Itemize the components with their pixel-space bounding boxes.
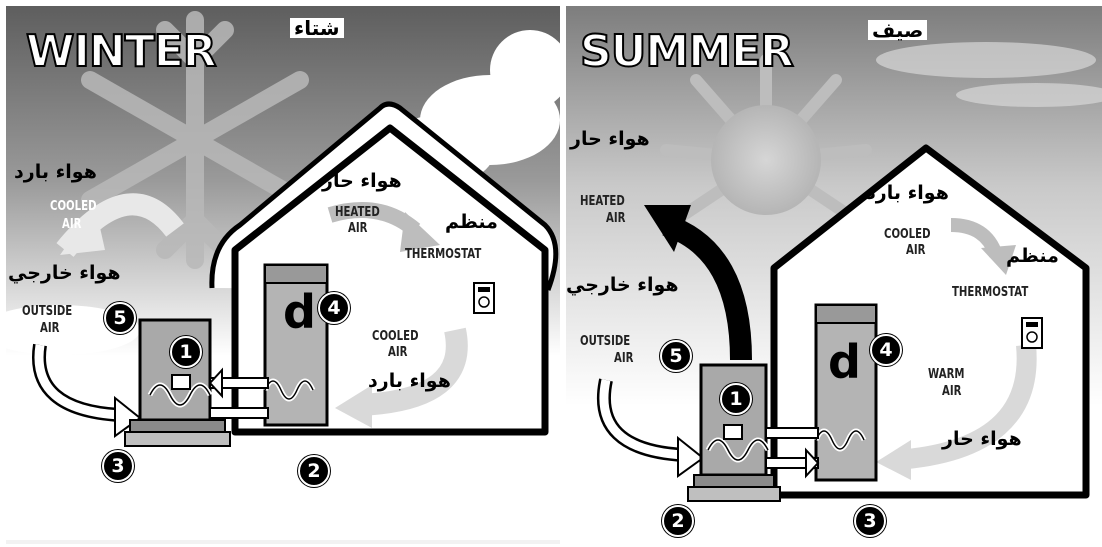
summer-panel: d SUMMER صيف هواء حار HEATED AIR هواء خا… xyxy=(566,0,1102,547)
summer-heated-air-line1: HEATED xyxy=(580,195,625,208)
summer-thermostat-en: THERMOSTAT xyxy=(952,286,1028,299)
summer-outside-air-line2: AIR xyxy=(614,352,633,365)
winter-heated-air-ar: هواء حار xyxy=(322,172,402,191)
winter-outside-air-line1: OUTSIDE xyxy=(22,305,72,318)
winter-cooled-air-ar: هواء بارد xyxy=(14,163,97,182)
summer-thermostat-ar: منظم xyxy=(1006,247,1059,266)
sun-icon xyxy=(711,105,821,215)
summer-outside-air-line1: OUTSIDE xyxy=(580,335,630,348)
summer-title: SUMMER xyxy=(580,30,793,74)
winter-thermostat-ar: منظم xyxy=(445,213,498,232)
winter-return-cooled-line2: AIR xyxy=(388,346,407,359)
winter-panel: d WINTER شتاء هواء بارد COOLED AIR هواء … xyxy=(0,0,560,547)
winter-return-cooled-ar: هواء بارد xyxy=(368,372,451,391)
winter-heated-air-line2: AIR xyxy=(348,222,367,235)
winter-return-cooled-line1: COOLED xyxy=(372,330,418,343)
winter-thermostat-en: THERMOSTAT xyxy=(405,248,481,261)
indoor-unit-summer: d xyxy=(816,305,876,480)
svg-text:d: d xyxy=(828,335,861,389)
summer-heated-air-ar: هواء حار xyxy=(570,130,650,149)
winter-heated-air-line1: HEATED xyxy=(335,206,380,219)
winter-number-3: 3 xyxy=(102,450,134,482)
summer-number-5: 5 xyxy=(660,340,692,372)
summer-number-3: 3 xyxy=(854,505,886,537)
winter-number-2: 2 xyxy=(298,455,330,487)
winter-number-4: 4 xyxy=(318,292,350,324)
summer-heated-air-line2: AIR xyxy=(606,212,625,225)
winter-arabic-title: شتاء xyxy=(290,18,344,38)
summer-cooled-air-ar: هواء بارد xyxy=(866,184,949,203)
winter-outside-air-ar: هواء خارجي xyxy=(8,264,121,283)
summer-warm-air-line2: AIR xyxy=(942,385,961,398)
summer-warm-air-line1: WARM xyxy=(928,368,964,381)
summer-outside-air-ar: هواء خارجي xyxy=(566,276,679,295)
summer-number-2: 2 xyxy=(662,505,694,537)
thermostat-icon xyxy=(474,283,494,313)
winter-cooled-air-line1: COOLED xyxy=(50,200,96,213)
winter-number-5: 5 xyxy=(104,302,136,334)
indoor-unit: d xyxy=(265,265,327,425)
summer-arabic-title: صيف xyxy=(868,20,927,40)
summer-number-1: 1 xyxy=(720,383,752,415)
winter-title: WINTER xyxy=(26,30,216,74)
summer-cooled-air-line1: COOLED xyxy=(884,228,930,241)
summer-number-4: 4 xyxy=(870,334,902,366)
summer-warm-air-ar: هواء حار xyxy=(942,430,1022,449)
summer-cooled-air-line2: AIR xyxy=(906,244,925,257)
winter-cooled-air-line2: AIR xyxy=(62,218,81,231)
winter-number-1: 1 xyxy=(170,336,202,368)
winter-outside-air-line2: AIR xyxy=(40,322,59,335)
svg-text:d: d xyxy=(283,285,316,339)
thermostat-icon-summer xyxy=(1022,318,1042,348)
